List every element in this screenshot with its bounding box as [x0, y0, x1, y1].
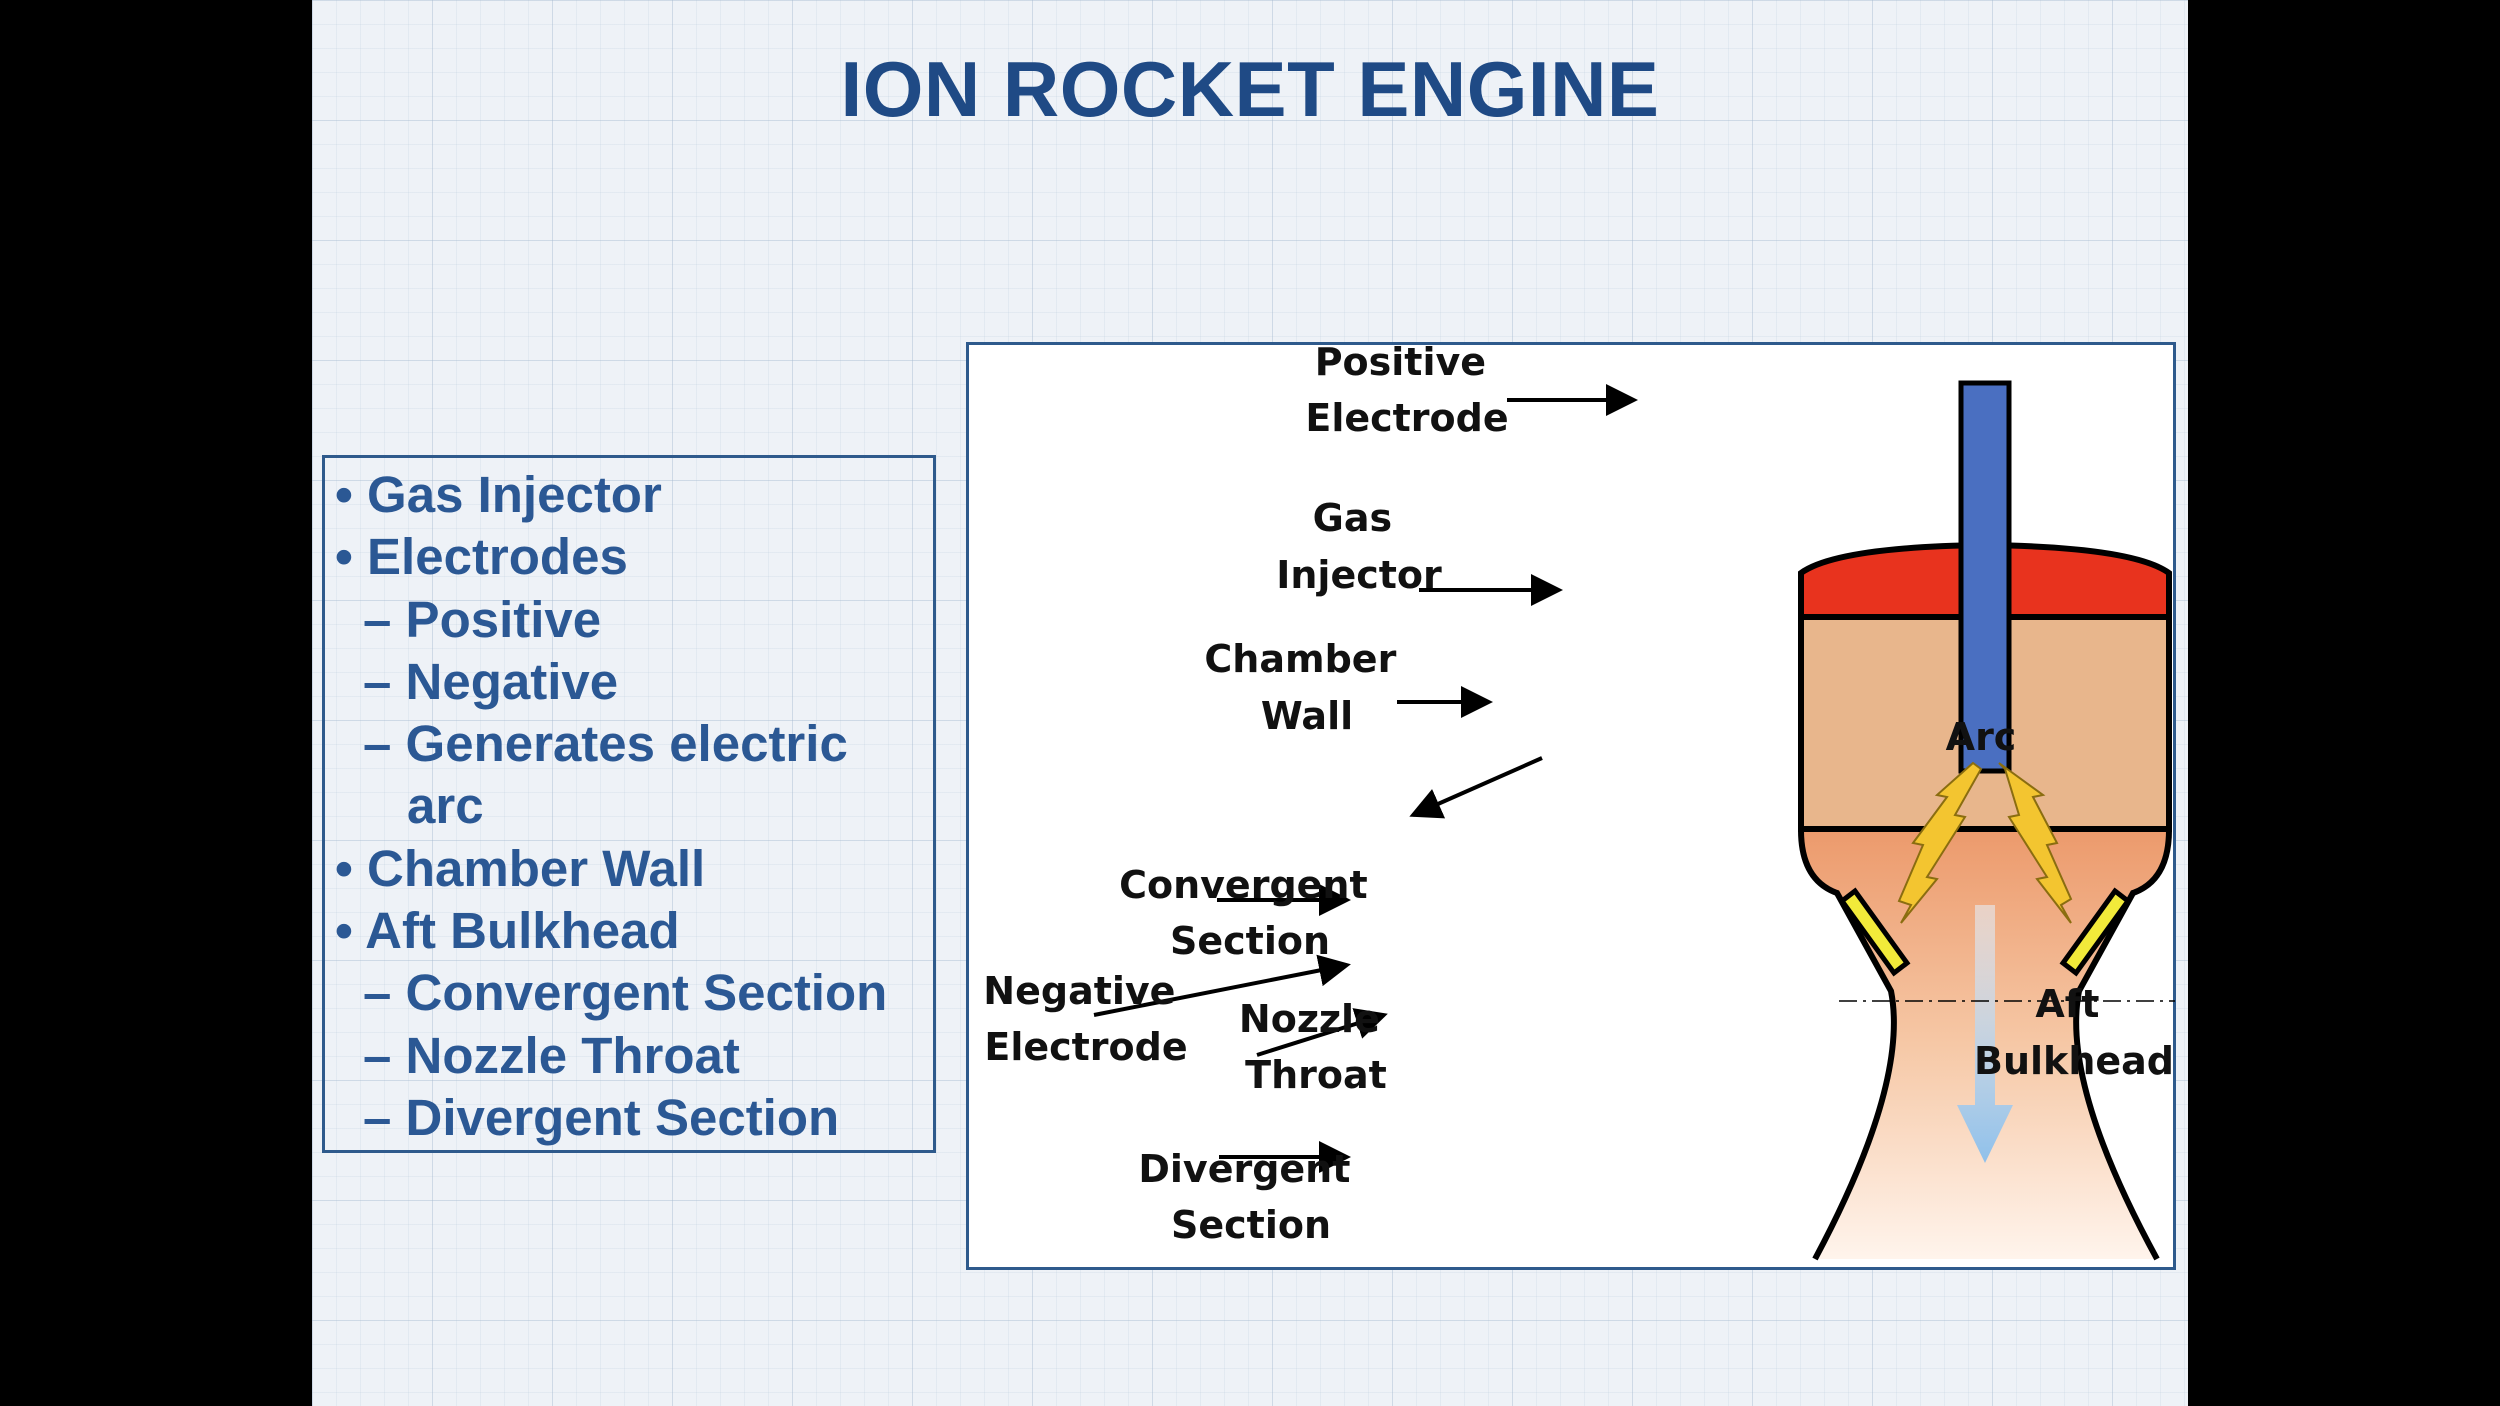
label-chamber-wall-line2: Wall [1261, 694, 1353, 738]
label-negative-electrode-line2: Electrode [984, 1025, 1187, 1069]
list-item-marker: – [363, 590, 392, 648]
label-chamber-wall: Chamber Wall [1204, 637, 1409, 738]
label-chamber-wall-line1: Chamber [1204, 637, 1396, 681]
label-divergent-section-line2: Section [1171, 1203, 1331, 1247]
list-item-text: arc [407, 777, 484, 835]
aft-bulkhead-outline-right [2073, 829, 2172, 1261]
label-nozzle-throat-line2: Throat [1245, 1053, 1387, 1097]
list-item-text: Nozzle Throat [405, 1026, 740, 1084]
list-item-text: Generates electric [405, 715, 848, 773]
arrow-arc [1409, 756, 1543, 819]
list-item: • Chamber Wall [335, 838, 933, 900]
list-item: • Gas Injector [335, 464, 933, 526]
slide-title: ION ROCKET ENGINE [840, 45, 1660, 133]
label-gas-injector-line1: Gas [1313, 496, 1392, 540]
list-item: – Positive [335, 589, 933, 651]
engine-diagram-svg: Positive Electrode Gas Injector Chamber … [983, 345, 2175, 1261]
list-item-text: Gas Injector [367, 466, 662, 523]
bullet-list: • Gas Injector• Electrodes– Positive– Ne… [322, 455, 936, 1153]
label-positive-electrode-line1: Positive [1315, 345, 1486, 384]
label-negative-electrode-line1: Negative [983, 969, 1175, 1013]
label-positive-electrode-line2: Electrode [1305, 396, 1508, 440]
list-item-marker: – [363, 715, 392, 773]
list-item-text: Electrodes [367, 528, 628, 586]
list-item-text: Chamber Wall [367, 839, 706, 897]
label-aft-bulkhead-line2: Bulkhead [1974, 1039, 2174, 1083]
exhaust-arrow [1957, 905, 2013, 1163]
label-divergent-section-line1: Divergent [1138, 1147, 1350, 1191]
label-convergent-section-line2: Section [1170, 919, 1330, 963]
aft-bulkhead-outline-left [1798, 829, 1897, 1261]
label-divergent-section: Divergent Section [1138, 1147, 1363, 1247]
list-item-text: Negative [405, 652, 619, 710]
list-item-marker: • [335, 466, 353, 523]
list-item-text: Positive [405, 590, 602, 648]
list-item: • Electrodes [335, 526, 933, 588]
negative-electrode-right [2059, 887, 2132, 977]
label-arc-line1: Arc [1946, 715, 2017, 759]
list-item-text: Divergent Section [405, 1088, 840, 1146]
engine-diagram: Positive Electrode Gas Injector Chamber … [966, 342, 2176, 1270]
label-aft-bulkhead: Aft Bulkhead [1974, 982, 2174, 1083]
list-item-text: Aft Bulkhead [365, 902, 680, 960]
label-gas-injector: Gas Injector [1276, 496, 1442, 597]
label-nozzle-throat: Nozzle Throat [1239, 997, 1393, 1097]
list-item: – Nozzle Throat [335, 1025, 933, 1087]
list-item: – Convergent Section [335, 962, 933, 1024]
list-item-marker: • [335, 839, 353, 897]
list-item-marker: – [363, 652, 392, 710]
list-item: • Aft Bulkhead [335, 900, 933, 962]
label-convergent-section-line1: Convergent [1119, 863, 1368, 907]
arrow-negative-electrode [1093, 954, 1351, 1017]
label-negative-electrode: Negative Electrode [983, 969, 1188, 1069]
list-item-text: Convergent Section [405, 964, 888, 1022]
arc-bolt-left [1897, 761, 1983, 924]
label-convergent-section: Convergent Section [1119, 863, 1381, 963]
arrow-nozzle-throat [1256, 1008, 1388, 1057]
label-aft-bulkhead-line1: Aft [2035, 982, 2099, 1026]
list-item-marker: • [335, 902, 353, 960]
positive-electrode [1958, 380, 2012, 774]
list-item: arc [335, 775, 933, 837]
negative-electrode-left [1838, 887, 1911, 977]
list-item: – Negative [335, 651, 933, 713]
label-arc: Arc [1946, 715, 2017, 759]
list-item: – Divergent Section [335, 1087, 933, 1149]
label-gas-injector-line2: Injector [1276, 553, 1442, 597]
label-nozzle-throat-line1: Nozzle [1239, 997, 1380, 1041]
list-item-marker: – [363, 1088, 392, 1146]
list-item-marker: – [363, 964, 392, 1022]
label-positive-electrode: Positive Electrode [1305, 345, 1508, 440]
list-item: – Generates electric [335, 713, 933, 775]
list-item-marker: – [363, 1026, 392, 1084]
arc-bolt-right [1998, 762, 2073, 924]
list-item-marker: • [335, 528, 353, 586]
slide: ION ROCKET ENGINE • Gas Injector• Electr… [312, 0, 2188, 1406]
